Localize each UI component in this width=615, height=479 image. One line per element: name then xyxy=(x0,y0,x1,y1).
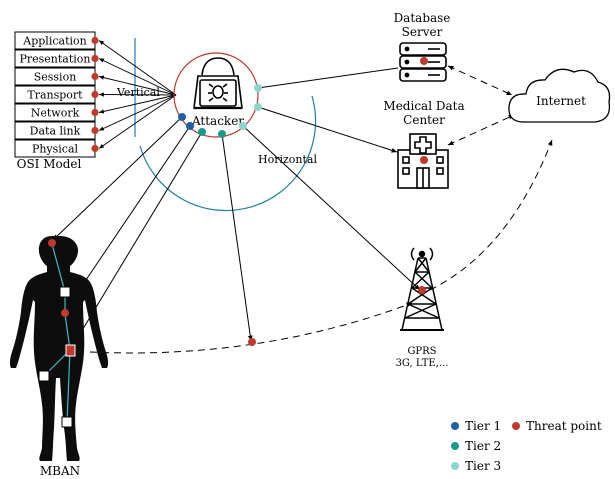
osi-threat-point xyxy=(91,54,99,63)
gprs-label-line1: GPRS xyxy=(407,346,436,357)
osi-layer: Session xyxy=(14,67,99,86)
attacker: Attacker Horizontal xyxy=(139,52,317,212)
horizontal-arc xyxy=(139,95,317,212)
osi-attack-arrow xyxy=(98,58,177,96)
link-attacker-gprs xyxy=(242,125,421,291)
legend-tier1-swatch xyxy=(451,422,459,430)
threat-point-gprs xyxy=(418,286,426,294)
osi-threat-point xyxy=(91,90,99,99)
sensor-chips xyxy=(38,286,76,428)
osi-attack-arrow xyxy=(98,94,177,149)
osi-attack-arrow xyxy=(98,92,177,97)
gprs-label-line2: 3G, LTE,... xyxy=(396,358,449,369)
osi-attack-arrow xyxy=(98,94,177,131)
mban-label: MBAN xyxy=(40,464,80,478)
link-attacker-medical xyxy=(257,106,398,153)
threat-point-wireless xyxy=(248,338,256,346)
mban: MBAN xyxy=(9,236,109,478)
internet-label: Internet xyxy=(536,94,586,108)
osi-layer: Physical xyxy=(14,139,99,158)
tier1-point xyxy=(178,113,186,121)
hacker-icon xyxy=(193,57,243,110)
osi-layer-label: Presentation xyxy=(19,53,90,66)
threat-point-database xyxy=(420,57,428,65)
horizontal-label: Horizontal xyxy=(258,153,317,166)
osi-threat-point xyxy=(91,108,99,117)
sensor-chip-icon xyxy=(61,416,73,428)
osi-layer-label: Data link xyxy=(30,125,81,138)
sensor-chip-icon xyxy=(59,286,71,298)
threat-points xyxy=(48,57,428,346)
legend-threat-swatch xyxy=(512,422,520,430)
tier2-point xyxy=(218,130,226,138)
osi-layer: Data link xyxy=(14,121,99,140)
medical-label-line1: Medical Data xyxy=(383,99,464,113)
osi-attack-arrow xyxy=(98,40,177,96)
osi-layer-label: Application xyxy=(22,35,86,48)
antenna-icon xyxy=(400,247,444,331)
dashed-medical-internet xyxy=(447,114,515,146)
osi-layer: Transport xyxy=(14,85,99,104)
legend-threat-label: Threat point xyxy=(526,419,602,433)
medical-data-center: Medical Data Center xyxy=(383,99,465,189)
legend-tier1-label: Tier 1 xyxy=(465,419,501,433)
database-server: Database Server xyxy=(394,11,451,82)
database-label-line1: Database xyxy=(394,11,451,25)
osi-threat-point xyxy=(91,72,99,81)
cloud-icon xyxy=(508,68,611,123)
osi-layer: Presentation xyxy=(14,49,99,68)
attacker-label: Attacker xyxy=(191,114,244,128)
server-icon xyxy=(399,42,447,82)
threat-point-chest xyxy=(61,309,69,317)
internet-cloud: Internet xyxy=(508,68,611,123)
gprs-tower: GPRS 3G, LTE,... xyxy=(396,247,449,369)
tier2-point xyxy=(198,128,206,136)
dashed-gprs-internet xyxy=(429,139,553,291)
attacker-ring xyxy=(173,52,259,138)
tier-points xyxy=(178,84,262,138)
osi-attack-arrow xyxy=(98,75,177,96)
osi-layer-label: Transport xyxy=(27,89,83,102)
wireless-links xyxy=(89,65,553,354)
osi-attack-arrow xyxy=(98,94,177,114)
tier3-point xyxy=(254,84,262,92)
osi-model: ApplicationPresentationSessionTransportN… xyxy=(14,31,160,171)
link-attacker-threat-mid xyxy=(221,133,253,342)
osi-layer: Network xyxy=(14,103,99,122)
osi-attack-arrows xyxy=(98,40,177,149)
tier3-point xyxy=(239,122,247,130)
threat-point-head xyxy=(48,239,56,247)
osi-layer-label: Network xyxy=(31,107,80,120)
link-attacker-head xyxy=(52,116,183,241)
body-hub-icon xyxy=(65,344,76,357)
sensor-chip-icon xyxy=(38,370,50,382)
legend-tier2-label: Tier 2 xyxy=(465,439,501,453)
osi-model-caption: OSI Model xyxy=(17,157,82,171)
osi-layer-label: Physical xyxy=(32,143,79,156)
osi-threat-point xyxy=(91,126,99,135)
database-label-line2: Server xyxy=(402,25,443,39)
legend-tier3-swatch xyxy=(451,462,459,470)
legend-tier3-label: Tier 3 xyxy=(465,459,501,473)
medical-label-line2: Center xyxy=(403,113,445,127)
vertical-label: Vertical xyxy=(116,86,160,99)
attack-links xyxy=(52,67,421,348)
human-silhouette-icon xyxy=(9,236,109,461)
dashed-database-internet xyxy=(447,65,513,96)
legend: Tier 1 Tier 2 Tier 3 Threat point xyxy=(451,419,602,473)
osi-layer-label: Session xyxy=(34,71,77,84)
link-attacker-database xyxy=(257,67,399,89)
legend-tier2-swatch xyxy=(451,442,459,450)
osi-threat-point xyxy=(91,36,99,45)
threat-point-medical xyxy=(420,156,428,164)
osi-threat-point xyxy=(91,144,99,153)
hospital-icon xyxy=(397,133,449,189)
osi-layer: Application xyxy=(14,31,99,50)
tier1-point xyxy=(186,122,194,130)
tier3-point xyxy=(254,103,262,111)
